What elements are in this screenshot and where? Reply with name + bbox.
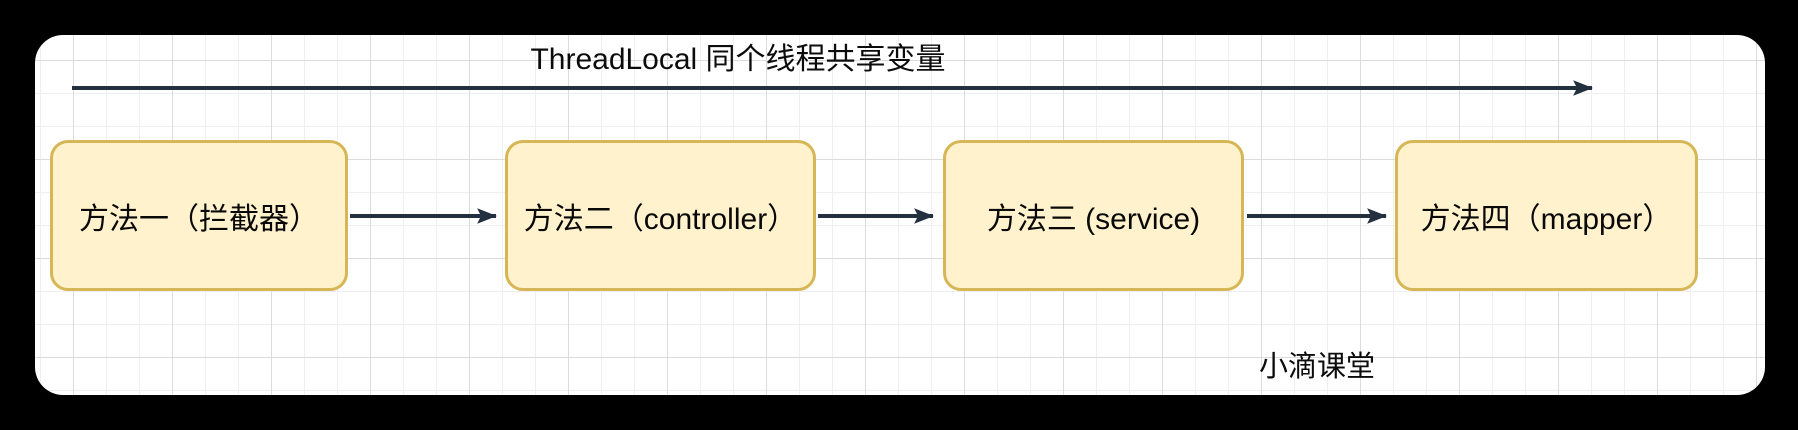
node-method-1[interactable]: 方法一（拦截器） <box>50 140 348 291</box>
node-method-2[interactable]: 方法二（controller） <box>505 140 816 291</box>
node-method-3[interactable]: 方法三 (service) <box>943 140 1244 291</box>
node-method-1-label: 方法一（拦截器） <box>79 202 319 236</box>
diagram-title: ThreadLocal 同个线程共享变量 <box>530 43 946 76</box>
watermark-text: 小滴课堂 <box>1258 351 1376 383</box>
node-method-3-label: 方法三 (service) <box>986 202 1201 236</box>
node-method-4-label: 方法四（mapper） <box>1420 202 1673 236</box>
node-method-4[interactable]: 方法四（mapper） <box>1395 140 1698 291</box>
node-method-2-label: 方法二（controller） <box>523 202 798 236</box>
